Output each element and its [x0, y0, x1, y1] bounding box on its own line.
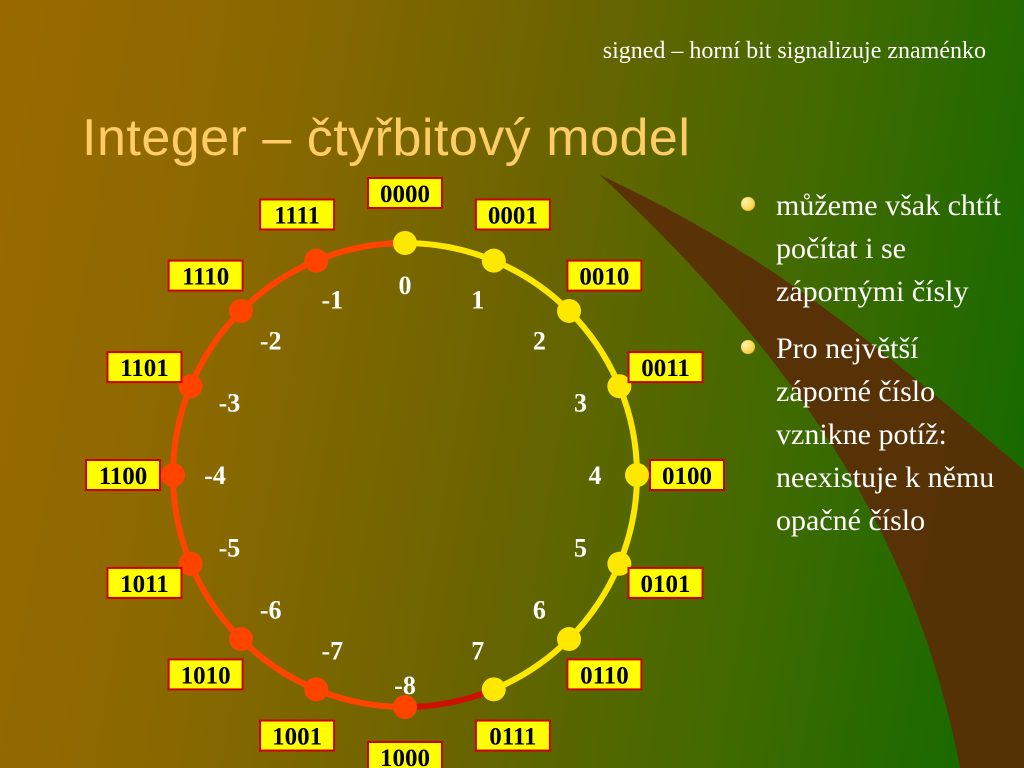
bullet-dot-icon — [741, 197, 755, 211]
wheel-node — [481, 248, 506, 273]
wheel-node — [304, 677, 329, 702]
wheel-value-label: -7 — [321, 637, 343, 666]
wheel-node — [481, 677, 506, 702]
binary-label-text: 1001 — [272, 724, 322, 751]
binary-label-box — [474, 198, 551, 231]
binary-label-box — [259, 198, 336, 231]
wheel-value-label: 7 — [471, 637, 484, 666]
wheel-arc — [238, 636, 318, 693]
binary-label-text: 1110 — [182, 264, 229, 291]
wheel-value-label: 5 — [574, 534, 587, 563]
bullet-text: můžeme však chtít počítat i se zápornými… — [776, 189, 1001, 308]
wheel-value-label: -6 — [260, 595, 282, 624]
binary-label-text: 0110 — [580, 662, 629, 689]
binary-label-box — [85, 459, 161, 491]
wheel-value-label: 0 — [399, 271, 412, 300]
wheel-arc — [492, 636, 572, 693]
binary-label-text: 1100 — [99, 463, 148, 490]
wheel-node — [178, 374, 203, 399]
wheel-value-label: -8 — [394, 671, 416, 700]
binary-label-box — [167, 658, 244, 691]
wheel-arc — [616, 474, 640, 565]
wheel-value-label: 1 — [471, 285, 484, 314]
wheel-value-label: -3 — [219, 388, 241, 417]
bullet-list: můžeme však chtít počítat i se zápornými… — [738, 184, 1020, 556]
wheel-node — [393, 231, 417, 255]
binary-label-text: 1010 — [181, 662, 231, 689]
wheel-node — [393, 695, 417, 719]
binary-label-text: 0010 — [579, 264, 629, 291]
binary-label-box — [649, 459, 725, 491]
binary-label-text: 1101 — [120, 355, 169, 382]
wheel-arc — [492, 257, 572, 314]
wheel-value-label: -1 — [321, 285, 343, 314]
wheel-arc — [238, 257, 318, 314]
wheel-node — [178, 551, 203, 576]
wheel-value-label: -4 — [204, 461, 226, 490]
wheel-arc — [566, 562, 623, 642]
wheel-arc — [187, 562, 244, 642]
wheel-value-label: 6 — [533, 595, 546, 624]
wheel-arc — [170, 385, 194, 476]
binary-label-box — [367, 741, 443, 768]
binary-label-text: 0111 — [489, 724, 536, 751]
binary-label-box — [167, 259, 244, 292]
wheel-value-label: 2 — [533, 327, 546, 356]
bullet-text: Pro největší záporné číslo vznikne potíž… — [776, 332, 995, 537]
binary-label-text: 0011 — [641, 355, 690, 382]
binary-label-box — [106, 351, 183, 384]
binary-label-box — [566, 259, 643, 292]
wheel-arc — [616, 385, 640, 476]
wheel-arc — [315, 240, 406, 264]
wheel-node — [607, 374, 632, 399]
wheel-node — [625, 463, 649, 487]
binary-label-text: 1000 — [380, 745, 430, 768]
wheel-node — [557, 298, 582, 323]
binary-label-text: 0001 — [488, 202, 538, 229]
binary-label-box — [367, 177, 443, 209]
binary-label-text: 0101 — [641, 571, 691, 598]
binary-label-box — [259, 719, 336, 752]
wheel-arc — [170, 474, 194, 565]
binary-label-box — [106, 566, 183, 599]
binary-label-box — [627, 351, 704, 384]
bullet-dot-icon — [741, 340, 755, 354]
wheel-arc — [187, 308, 244, 388]
slide-subtitle: signed – horní bit signalizuje znaménko — [602, 38, 986, 64]
wheel-arc — [404, 240, 495, 264]
bullet-item: Pro největší záporné číslo vznikne potíž… — [738, 327, 1020, 542]
wheel-arc — [315, 686, 406, 710]
binary-label-text: 0000 — [380, 181, 430, 208]
wheel-node — [557, 627, 582, 652]
slide-title: Integer – čtyřbitový model — [82, 109, 691, 167]
wheel-value-label: -5 — [219, 534, 241, 563]
wheel-value-label: -2 — [260, 327, 282, 356]
wheel-node — [228, 298, 253, 323]
binary-label-text: 1111 — [274, 202, 320, 229]
binary-label-text: 0100 — [662, 463, 712, 490]
bullet-item: můžeme však chtít počítat i se zápornými… — [738, 184, 1020, 313]
wheel-node — [304, 248, 329, 273]
wheel-node — [161, 463, 185, 487]
wheel-value-label: 4 — [589, 461, 602, 490]
binary-label-box — [627, 566, 704, 599]
wheel-node — [607, 551, 632, 576]
wheel-arc — [566, 308, 623, 388]
binary-label-box — [474, 719, 551, 752]
wheel-value-label: 3 — [574, 388, 587, 417]
binary-label-text: 1011 — [120, 571, 169, 598]
binary-label-box — [566, 658, 643, 691]
wheel-arc — [404, 686, 495, 710]
wheel-node — [228, 627, 253, 652]
